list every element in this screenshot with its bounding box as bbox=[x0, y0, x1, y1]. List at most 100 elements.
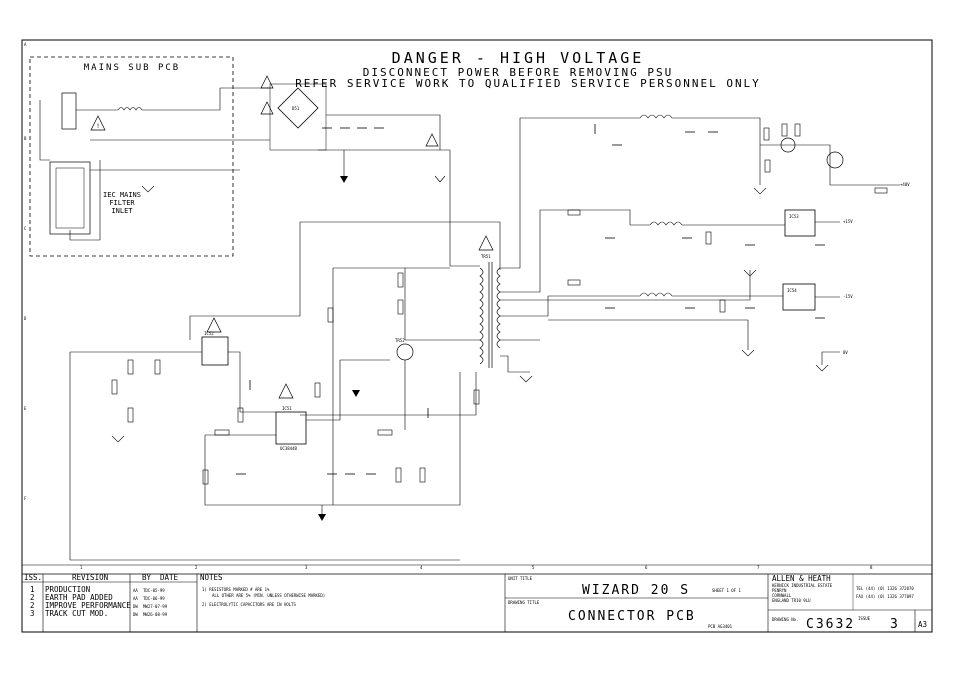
control-wire bbox=[189, 221, 501, 340]
bridge-label: D51 bbox=[292, 106, 300, 111]
ground-arrow-icon bbox=[352, 390, 360, 397]
output-48v-label: +48V bbox=[900, 182, 910, 187]
mains-box-title: MAINS SUB PCB bbox=[84, 63, 180, 73]
transformer-primary bbox=[479, 267, 484, 365]
company-tel: TEL (44) (0) 1326 372070 bbox=[856, 586, 914, 591]
drawing-title-label: DRAWING TITLE bbox=[508, 600, 540, 605]
tb-iss-header: ISS. bbox=[24, 573, 42, 582]
control-wire bbox=[228, 351, 276, 413]
tb-date-header: DATE bbox=[160, 573, 179, 582]
warning-triangle-icon bbox=[90, 115, 106, 131]
inlet-label-2: FILTER bbox=[109, 199, 135, 207]
pcb-ref: PCB AG3401 bbox=[708, 624, 733, 629]
company-name: ALLEN & HEATH bbox=[772, 574, 831, 583]
fet-label: TR52 bbox=[395, 338, 405, 343]
drawing-no-label: DRAWING No. bbox=[772, 617, 799, 622]
warning-triangle-icon bbox=[260, 75, 274, 89]
control-wire bbox=[204, 435, 333, 506]
mains-switch bbox=[61, 92, 77, 130]
secondary-15v: IC53 +15V bbox=[500, 209, 853, 301]
hv-wire bbox=[332, 268, 461, 506]
secondary-48v: +48V bbox=[500, 114, 910, 269]
resistor bbox=[214, 429, 230, 436]
rev-by: AA bbox=[133, 588, 138, 593]
grid-row: A bbox=[24, 42, 27, 47]
unit-title-label: UNIT TITLE bbox=[508, 576, 533, 581]
rev-iss: 1 bbox=[30, 585, 35, 594]
issue-number: 3 bbox=[890, 617, 900, 632]
output-0v-label: 0V bbox=[843, 350, 848, 355]
output-15v-label: +15V bbox=[843, 219, 853, 224]
resistor bbox=[719, 299, 726, 313]
note-line: 2) ELECTROLYTIC CAPACITORS ARE IN VOLTS bbox=[202, 602, 297, 607]
inductor-l51 bbox=[639, 114, 673, 119]
resistor bbox=[473, 389, 480, 405]
grid-col: 1 bbox=[80, 565, 83, 570]
ic51-label: IC51 bbox=[282, 406, 292, 411]
company-address: PENRYN bbox=[772, 588, 787, 593]
sec-wire bbox=[548, 319, 749, 350]
drawing-title: CONNECTOR PCB bbox=[568, 609, 696, 624]
resistor bbox=[794, 123, 801, 137]
zero-out-wire bbox=[821, 351, 840, 365]
rev-text: PRODUCTION bbox=[45, 585, 90, 594]
sec-grounds bbox=[111, 175, 829, 443]
iec-inner bbox=[55, 167, 85, 229]
grid-col: 3 bbox=[305, 565, 308, 570]
ground-symbol bbox=[753, 187, 767, 195]
resistor bbox=[111, 379, 118, 395]
resistor bbox=[127, 407, 134, 423]
ground-arrow-icon bbox=[318, 514, 326, 521]
ground-symbol bbox=[141, 185, 155, 193]
resistor bbox=[397, 299, 404, 315]
sheet-info: SHEET 1 OF 1 bbox=[712, 588, 741, 593]
resistor bbox=[314, 382, 321, 398]
ic51-part: UC3844B bbox=[280, 446, 297, 451]
control-wire bbox=[306, 359, 390, 421]
transformer-secondary bbox=[496, 267, 501, 349]
tb-notes-header: NOTES bbox=[200, 573, 223, 582]
ground-symbol bbox=[741, 349, 755, 357]
warning-triangle-icon bbox=[478, 235, 494, 251]
regulator-ic53 bbox=[784, 209, 816, 237]
transformer-tr51: TR51 bbox=[478, 235, 501, 368]
warning-exclaim-icon: ! bbox=[96, 123, 100, 130]
ground-symbol bbox=[743, 269, 757, 277]
sec-wire bbox=[500, 296, 549, 317]
warning-triangle-icon bbox=[278, 383, 294, 399]
issue-label: ISSUE bbox=[858, 616, 871, 621]
tb-by-header: BY bbox=[142, 573, 152, 582]
transistor bbox=[780, 137, 796, 153]
sec-wire bbox=[672, 117, 761, 160]
resistor bbox=[395, 467, 402, 483]
grid-row: E bbox=[24, 406, 27, 411]
mains-wire bbox=[142, 87, 240, 111]
transformer-label: TR51 bbox=[481, 254, 491, 259]
snubber-wire bbox=[500, 355, 530, 373]
grid-row: B bbox=[24, 136, 27, 141]
transistor bbox=[826, 151, 844, 169]
resistor bbox=[377, 429, 393, 436]
mosfet-tr52 bbox=[396, 343, 414, 361]
tb-revision-header: REVISION bbox=[72, 573, 108, 582]
warning-line3: REFER SERVICE WORK TO QUALIFIED SERVICE … bbox=[295, 77, 761, 90]
resistor bbox=[397, 272, 404, 288]
inlet-label-3: INLET bbox=[111, 207, 133, 215]
mains-sub-pcb: MAINS SUB PCB IEC MAINS FILTER INLET ! bbox=[29, 56, 240, 257]
warning-triangle-icon bbox=[425, 133, 439, 147]
bus-wire bbox=[326, 114, 441, 150]
ground-symbol bbox=[815, 364, 829, 372]
grid-col: 7 bbox=[757, 565, 760, 570]
line-filter-choke bbox=[117, 107, 143, 111]
resistor bbox=[419, 467, 426, 483]
unit-title: WIZARD 20 S bbox=[582, 583, 690, 598]
note-line: ALL OTHER ARE 5% (MIN. UNLESS OTHERWISE … bbox=[212, 593, 325, 598]
warning-line1: DANGER - HIGH VOLTAGE bbox=[392, 49, 645, 67]
rev-by: DW bbox=[133, 604, 138, 609]
grid-col: 5 bbox=[532, 565, 535, 570]
rev-date: MW26-08-99 bbox=[143, 612, 168, 617]
bridge-section: D51 bbox=[240, 75, 441, 183]
inlet-label-1: IEC MAINS bbox=[103, 191, 141, 199]
resistor bbox=[764, 159, 771, 173]
ic52-opto bbox=[201, 336, 229, 366]
